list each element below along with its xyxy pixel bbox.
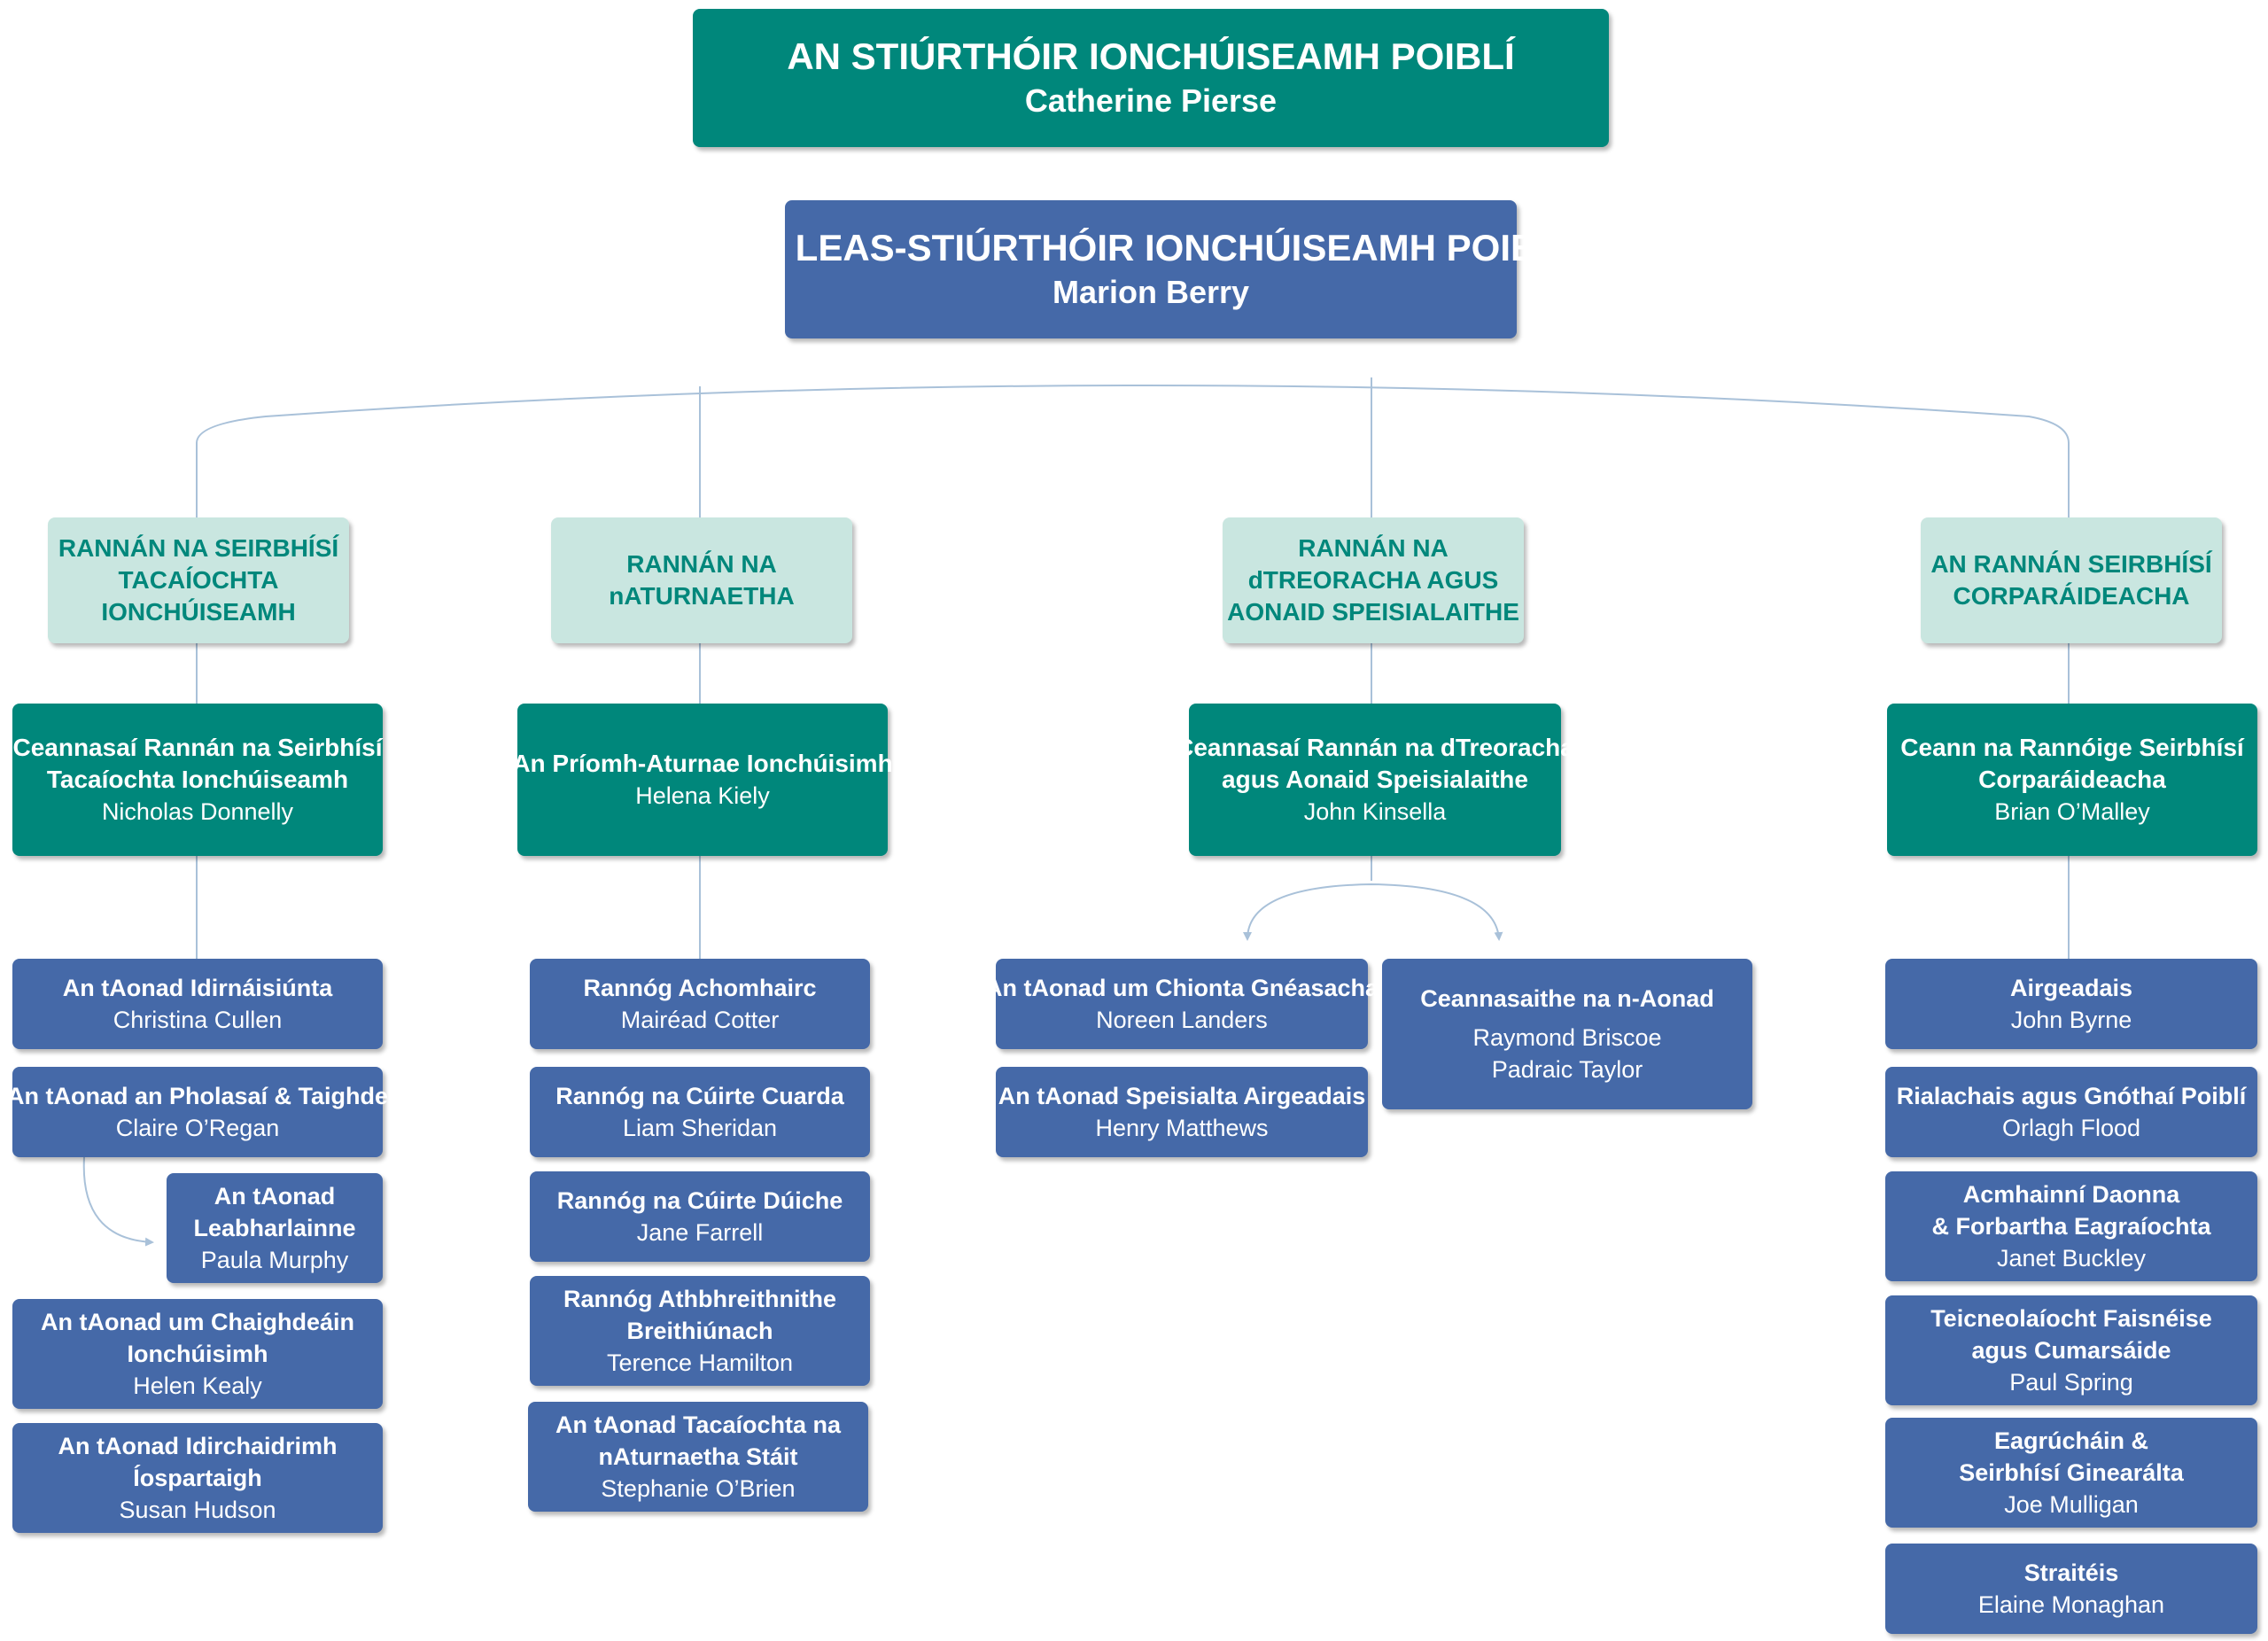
division-label-3: RANNÁN NA dTREORACHA AGUS AONAID SPEISIA… bbox=[1223, 517, 1524, 643]
unit-box: Airgeadais John Byrne bbox=[1885, 959, 2257, 1049]
unit-box: An tAonad Speisialta Airgeadais Henry Ma… bbox=[996, 1067, 1368, 1157]
division-label-4: AN RANNÁN SEIRBHÍSÍ CORPARÁIDEACHA bbox=[1921, 517, 2222, 643]
unit-box: Rannóg Achomhairc Mairéad Cotter bbox=[530, 959, 870, 1049]
division-head-2: An Príomh-Aturnae Ionchúisimh Helena Kie… bbox=[512, 704, 893, 856]
unit-box: An tAonad Tacaíochta na nAturnaetha Stái… bbox=[528, 1402, 868, 1512]
split-arrow bbox=[1243, 883, 1503, 941]
unit-box: An tAonad um Chaighdeáin Ionchúisimh Hel… bbox=[12, 1299, 383, 1409]
director-name: Catherine Pierse bbox=[1024, 82, 1278, 119]
deputy-name: Marion Berry bbox=[1052, 274, 1250, 310]
division-head-4: Ceann na Rannóige Seirbhísí Corparáideac… bbox=[1887, 704, 2257, 856]
unit-box: An tAonad Leabharlainne Paula Murphy bbox=[167, 1173, 383, 1283]
deputy-director-box: AN LEAS-STIÚRTHÓIR IONCHÚISEAMH POIBLÍ M… bbox=[731, 200, 1571, 338]
unit-box: Eagrúcháin & Seirbhísí Ginearálta Joe Mu… bbox=[1885, 1418, 2257, 1528]
unit-box: An tAonad an Pholasaí & Taighde Claire O… bbox=[7, 1067, 388, 1157]
unit-box: Straitéis Elaine Monaghan bbox=[1885, 1544, 2257, 1634]
unit-box: An tAonad Idirchaidrimh Íospartaigh Susa… bbox=[12, 1423, 383, 1533]
director-title: AN STIÚRTHÓIR IONCHÚISEAMH POIBLÍ bbox=[787, 35, 1515, 77]
deputy-to-divisions-arc bbox=[196, 385, 2070, 519]
division-head-1: Ceannasaí Rannán na Seirbhísí Tacaíochta… bbox=[12, 704, 383, 856]
unit-box: Rannóg Athbhreithnithe Breithiúnach Tere… bbox=[530, 1276, 870, 1386]
unit-box: Ceannasaithe na n-Aonad Raymond Briscoe … bbox=[1382, 959, 1752, 1109]
unit-box: Acmhainní Daonna & Forbartha Eagraíochta… bbox=[1885, 1171, 2257, 1281]
division-label-2: RANNÁN NA nATURNAETHA bbox=[551, 517, 852, 643]
deputy-title: AN LEAS-STIÚRTHÓIR IONCHÚISEAMH POIBLÍ bbox=[731, 227, 1571, 268]
unit-box: Teicneolaíocht Faisnéise agus Cumarsáide… bbox=[1885, 1295, 2257, 1405]
unit-box: An tAonad um Chionta Gnéasacha Noreen La… bbox=[985, 959, 1379, 1049]
division-head-3: Ceannasaí Rannán na dTreoracha agus Aona… bbox=[1176, 704, 1574, 856]
director-box: AN STIÚRTHÓIR IONCHÚISEAMH POIBLÍ Cather… bbox=[693, 9, 1609, 147]
division-label-1: RANNÁN NA SEIRBHÍSÍ TACAÍOCHTA IONCHÚISE… bbox=[48, 517, 349, 643]
unit-box: An tAonad Idirnáisiúnta Christina Cullen bbox=[12, 959, 383, 1049]
unit-box: Rannóg na Cúirte Cuarda Liam Sheridan bbox=[530, 1067, 870, 1157]
unit-box: Rialachais agus Gnóthaí Poiblí Orlagh Fl… bbox=[1885, 1067, 2257, 1157]
library-arrow bbox=[82, 1156, 154, 1247]
unit-box: Rannóg na Cúirte Dúiche Jane Farrell bbox=[530, 1171, 870, 1262]
